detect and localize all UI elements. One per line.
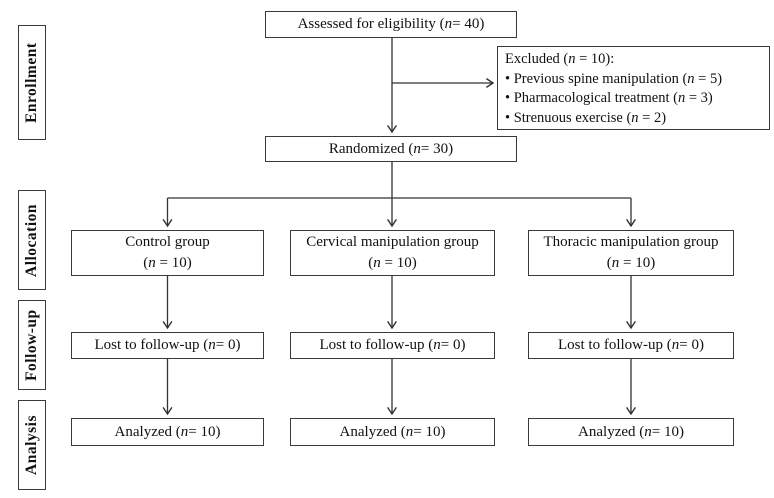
stage-label-analysis: Analysis: [18, 400, 46, 490]
group-name: Control group: [125, 234, 210, 250]
excluded-box: Excluded (n = 10): • Previous spine mani…: [497, 46, 770, 130]
analyzed-box-cervical: Analyzed (n = 10): [290, 418, 495, 446]
excluded-item: • Previous spine manipulation (n = 5): [505, 70, 723, 87]
excluded-item: • Pharmacological treatment (n = 3): [505, 90, 713, 106]
control-group-box: Control group (n = 10): [71, 230, 264, 276]
analyzed-box-control: Analyzed (n = 10): [71, 418, 264, 446]
thoracic-group-box: Thoracic manipulation group (n = 10): [528, 230, 734, 276]
randomized-box: Randomized (n = 30): [265, 136, 517, 162]
group-name: Cervical manipulation group: [306, 234, 479, 250]
followup-box-thoracic: Lost to follow-up (n = 0): [528, 332, 734, 359]
group-n: (n = 10): [143, 255, 192, 271]
stage-label-followup: Follow-up: [18, 300, 46, 390]
followup-box-control: Lost to follow-up (n = 0): [71, 332, 264, 359]
excluded-item: • Strenuous exercise (n = 2): [505, 109, 667, 126]
group-n: (n = 10): [368, 255, 417, 271]
assessed-box: Assessed for eligibility (n = 40): [265, 11, 517, 38]
analyzed-box-thoracic: Analyzed (n = 10): [528, 418, 734, 446]
cervical-group-box: Cervical manipulation group (n = 10): [290, 230, 495, 276]
group-name: Thoracic manipulation group: [543, 234, 719, 250]
stage-label-allocation: Allocation: [18, 190, 46, 290]
excluded-title: Excluded (n = 10):: [505, 51, 615, 67]
group-n: (n = 10): [606, 255, 656, 271]
stage-label-enrollment: Enrollment: [18, 25, 46, 140]
followup-box-cervical: Lost to follow-up (n = 0): [290, 332, 495, 359]
